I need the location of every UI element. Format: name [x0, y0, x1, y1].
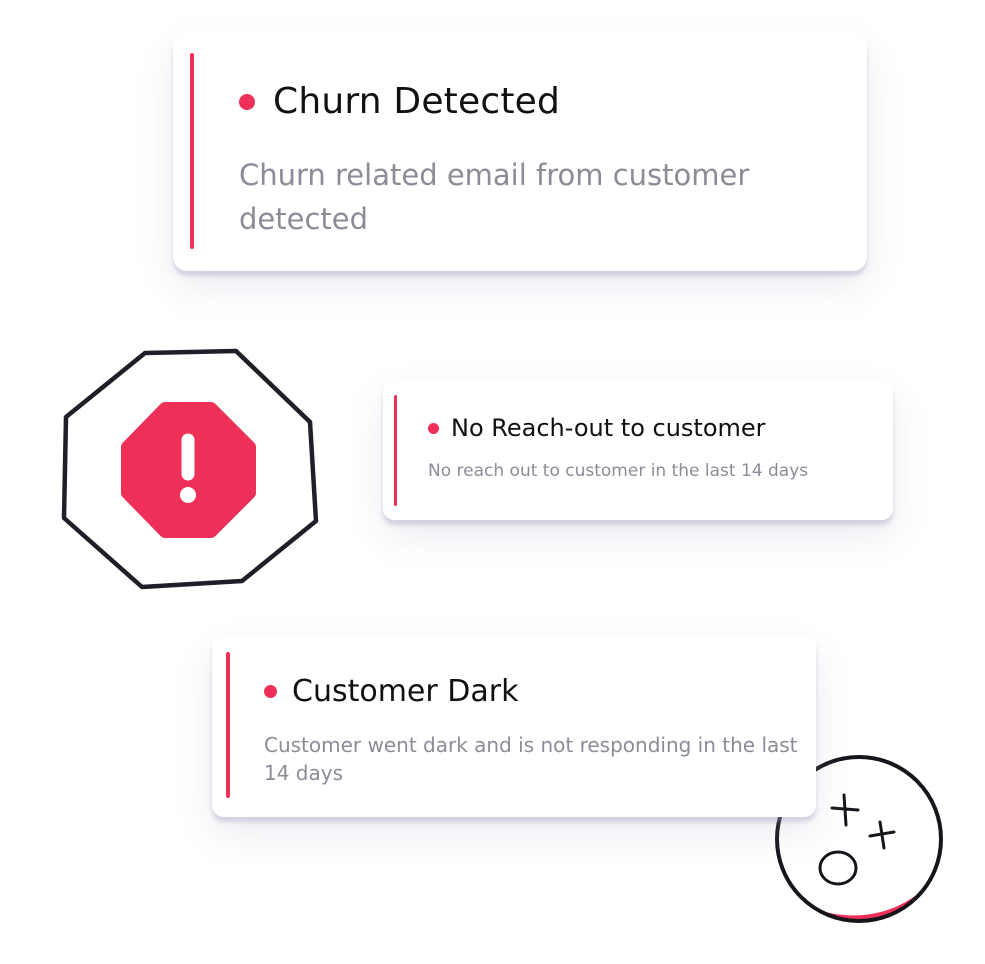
alert-title-row: Customer Dark	[264, 674, 518, 709]
doodle-cross-1	[830, 793, 860, 827]
alert-card-customer-dark[interactable]: Customer Dark Customer went dark and is …	[212, 636, 816, 817]
status-dot	[239, 93, 255, 110]
doodle-circle-fill	[777, 757, 941, 921]
doodle-small-circle	[818, 850, 858, 886]
alert-title: Customer Dark	[292, 674, 519, 709]
doodle-circle-outline	[775, 755, 943, 923]
alert-description: No reach out to customer in the last 14 …	[428, 461, 809, 481]
alert-description: Churn related email from customer detect…	[239, 158, 750, 236]
alert-title-row: Churn Detected	[239, 81, 560, 122]
exclamation-dot	[180, 487, 196, 503]
alert-accent-bar	[190, 53, 194, 249]
alert-octagon-icon	[61, 348, 319, 590]
alert-title-row: No Reach-out to customer	[428, 414, 766, 442]
alert-description: Customer went dark and is not responding…	[264, 733, 798, 785]
status-dot	[428, 422, 439, 434]
alert-accent-bar	[394, 395, 397, 506]
alert-title: No Reach-out to customer	[451, 414, 766, 442]
alert-accent-bar	[226, 652, 230, 798]
circle-cross-doodle-icon	[775, 755, 943, 923]
alert-title: Churn Detected	[273, 81, 561, 122]
alert-card-no-reach-out[interactable]: No Reach-out to customer No reach out to…	[383, 381, 893, 520]
status-dot	[264, 685, 277, 698]
alert-card-churn-detected[interactable]: Churn Detected Churn related email from …	[173, 33, 867, 271]
doodle-cross-2	[868, 820, 896, 850]
